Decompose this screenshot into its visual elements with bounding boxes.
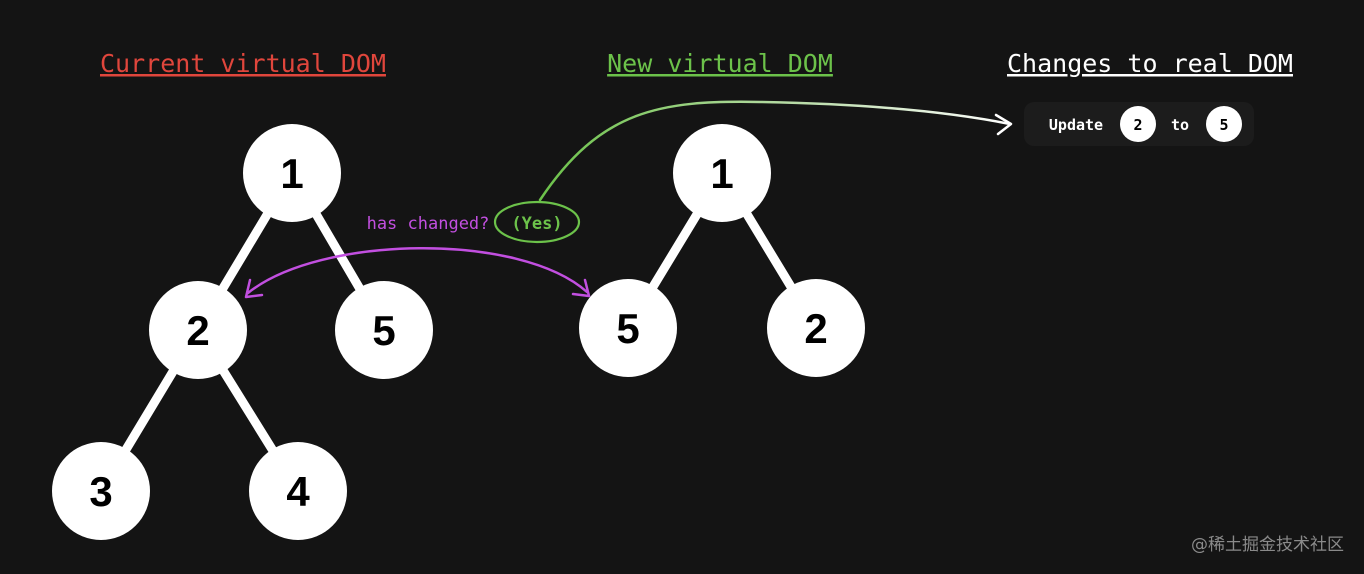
new-node-5: 5: [579, 279, 677, 377]
update-arrowhead: [994, 113, 1013, 136]
watermark-text: @稀土掘金技术社区: [1191, 535, 1344, 555]
update-verb: Update: [1049, 116, 1103, 134]
current-node-1-label: 1: [280, 150, 303, 197]
current-node-1: 1: [243, 124, 341, 222]
current-node-3-label: 3: [89, 468, 112, 515]
update-arrow-curve: [538, 100, 1012, 202]
current-node-3: 3: [52, 442, 150, 540]
new-node-5-label: 5: [616, 305, 639, 352]
to-node-badge: 5: [1206, 106, 1242, 142]
current-node-4-label: 4: [286, 468, 310, 515]
current-vdom-heading: Current virtual DOM: [100, 49, 386, 78]
has-changed-label: has changed?: [367, 214, 490, 234]
to-node-label: 5: [1219, 116, 1228, 134]
from-node-badge: 2: [1120, 106, 1156, 142]
comparison-arrow: [244, 247, 591, 299]
new-node-1: 1: [673, 124, 771, 222]
current-node-5: 5: [335, 281, 433, 379]
to-connector: to: [1171, 116, 1189, 134]
real-dom-change: Update 2 to 5: [1024, 102, 1254, 146]
yes-label: (Yes): [511, 214, 562, 234]
current-node-4: 4: [249, 442, 347, 540]
update-arrow: [538, 100, 1013, 202]
current-node-5-label: 5: [372, 307, 395, 354]
new-node-2: 2: [767, 279, 865, 377]
comparison-arrowhead-left: [244, 278, 264, 299]
current-node-2: 2: [149, 281, 247, 379]
new-node-1-label: 1: [710, 150, 733, 197]
new-node-2-label: 2: [804, 305, 827, 352]
new-tree: 1 5 2: [579, 124, 865, 377]
comparison-arrow-curve: [246, 247, 589, 295]
real-dom-changes-heading: Changes to real DOM: [1007, 49, 1293, 78]
yes-highlight-circle: [493, 200, 581, 244]
comparison-arrowhead-right: [571, 278, 591, 298]
current-node-2-label: 2: [186, 307, 209, 354]
new-vdom-heading: New virtual DOM: [607, 49, 833, 78]
from-node-label: 2: [1133, 116, 1142, 134]
current-tree: 1 2 5 3 4: [52, 124, 433, 540]
